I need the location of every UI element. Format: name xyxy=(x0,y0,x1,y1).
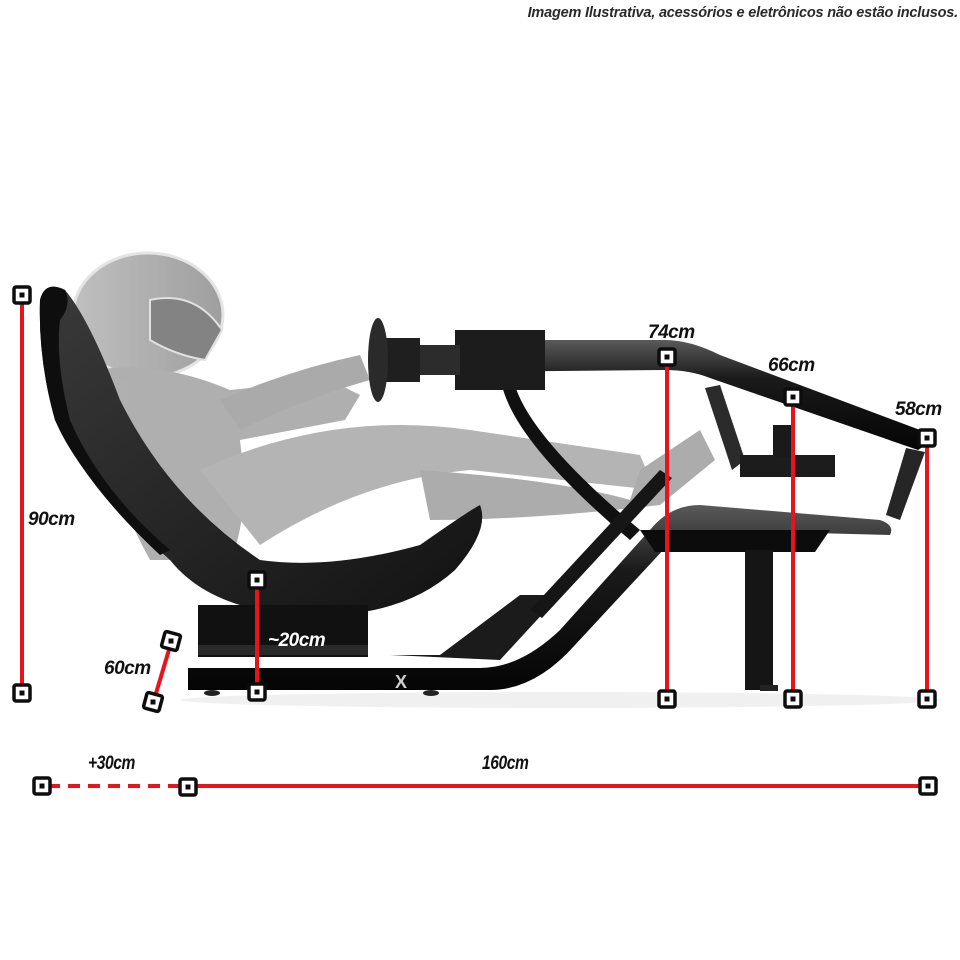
wheel-height-label: 74cm xyxy=(648,322,695,343)
front-leg xyxy=(745,550,773,690)
marker-icon xyxy=(783,689,803,709)
measurement-markers xyxy=(12,285,938,797)
marker-icon xyxy=(917,428,937,448)
extension-label: +30cm xyxy=(88,753,135,774)
marker-icon xyxy=(247,570,267,590)
racing-seat xyxy=(39,286,483,657)
marker-icon xyxy=(918,776,938,796)
mid-frame-height-label: 66cm xyxy=(768,355,815,376)
seat-depth-line xyxy=(152,642,173,701)
marker-icon xyxy=(783,387,803,407)
top-frame: FX1 xyxy=(368,318,928,520)
disclaimer-text: Imagem Ilustrativa, acessórios e eletrôn… xyxy=(527,5,959,21)
pedal-set xyxy=(705,385,835,477)
seat-depth-label: 60cm xyxy=(104,658,151,679)
marker-icon xyxy=(247,682,267,702)
marker-icon xyxy=(657,347,677,367)
ground-shadow xyxy=(180,692,940,708)
wheel-base xyxy=(455,330,545,390)
seat-height-label: 90cm xyxy=(28,509,75,530)
marker-icon xyxy=(657,689,677,709)
marker-icon xyxy=(32,776,52,796)
steering-wheel-icon xyxy=(368,318,388,402)
marker-icon xyxy=(917,689,937,709)
total-length-label: 160cm xyxy=(482,753,529,774)
seat-clearance-label: ~20cm xyxy=(268,630,326,651)
marker-icon xyxy=(159,629,183,653)
measurement-lines xyxy=(20,300,929,788)
marker-icon xyxy=(178,777,198,797)
marker-icon xyxy=(141,690,165,714)
base-logo: X xyxy=(395,672,407,692)
marker-icon xyxy=(12,285,32,305)
front-frame-height-label: 58cm xyxy=(895,399,942,420)
marker-icon xyxy=(12,683,32,703)
